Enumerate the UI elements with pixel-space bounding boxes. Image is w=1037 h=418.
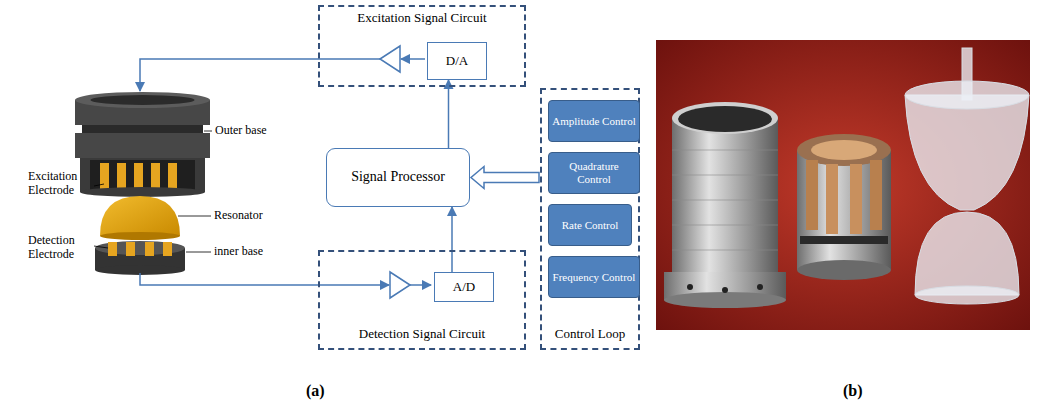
processor-box: Signal Processor: [326, 148, 470, 207]
signal-arrow: [451, 207, 453, 272]
circuit-group: A/D Detection Signal Circuit: [318, 250, 526, 350]
photo: [656, 40, 1030, 330]
group-title: Excitation Signal Circuit: [320, 11, 524, 26]
box-label: Rate Control: [559, 219, 622, 232]
panel-caption: (a): [306, 382, 346, 400]
control-group: Amplitude ControlQuadrature ControlRate …: [540, 88, 640, 350]
control-box: Rate Control: [548, 204, 632, 246]
control-box: Frequency Control: [548, 256, 640, 298]
circuit-group: D/A Excitation Signal Circuit: [318, 5, 526, 87]
outer-base-drawing: [75, 92, 210, 197]
signal-arrow: [448, 80, 450, 148]
part-label: Outer base: [215, 124, 305, 138]
resonator-drawing: [100, 196, 180, 240]
converter-box: D/A: [427, 42, 487, 80]
converter-box: A/D: [434, 272, 494, 302]
box-label: Signal Processor: [345, 169, 451, 185]
part-label: inner base: [214, 245, 304, 259]
inner-base-drawing: [95, 241, 185, 275]
panel-caption: (b): [843, 382, 883, 400]
box-label: A/D: [447, 280, 481, 295]
control-box: Quadrature Control: [548, 152, 640, 194]
box-label: Quadrature Control: [549, 160, 639, 185]
group-title: Detection Signal Circuit: [320, 327, 524, 342]
block-arrow: [471, 167, 539, 189]
leader-lines: [94, 131, 212, 252]
part-label: Detection Electrode: [28, 234, 92, 262]
box-label: Amplitude Control: [549, 115, 638, 128]
box-label: Frequency Control: [550, 271, 639, 284]
part-label: Excitation Electrode: [28, 170, 92, 198]
box-label: D/A: [440, 54, 474, 69]
control-box: Amplitude Control: [548, 100, 640, 142]
part-label: Resonator: [214, 209, 304, 223]
group-title: Control Loop: [542, 327, 638, 342]
